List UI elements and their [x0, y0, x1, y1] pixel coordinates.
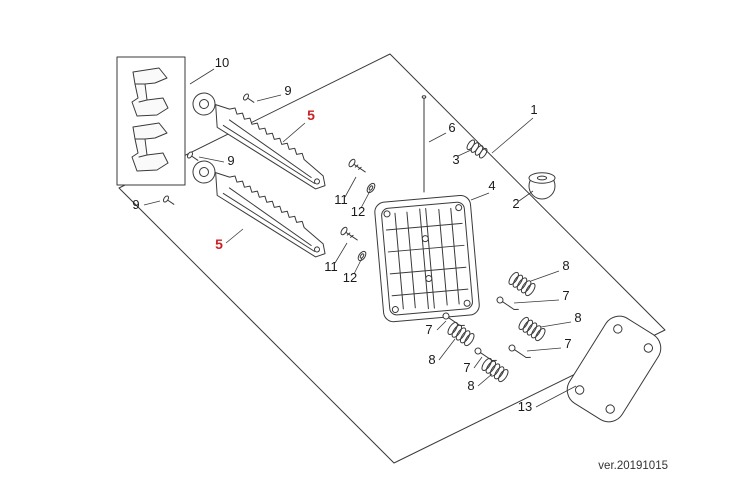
callout-13: 13	[518, 399, 532, 414]
leader-7b	[526, 347, 562, 352]
leader-9a	[256, 94, 282, 102]
callout-4: 4	[488, 178, 495, 193]
pushrod	[421, 95, 427, 193]
leader-4	[470, 192, 490, 201]
washer-lower-icon	[356, 249, 368, 263]
callout-2: 2	[512, 196, 519, 211]
pin-1-icon	[495, 295, 520, 315]
leader-12b	[353, 257, 363, 275]
callout-7a: 7	[562, 288, 569, 303]
spring-small	[466, 139, 488, 159]
callout-8a: 8	[562, 258, 569, 273]
leader-lines	[143, 68, 577, 408]
pin-2-icon	[507, 343, 532, 363]
leader-3	[457, 149, 472, 157]
leader-7a	[513, 299, 560, 304]
callout-11b: 11	[324, 259, 338, 274]
leader-5a	[282, 122, 306, 143]
cover-plate	[566, 315, 662, 423]
callout-11a: 11	[334, 192, 348, 207]
callout-7b: 7	[564, 336, 571, 351]
guide-plate	[374, 194, 480, 323]
callout-12b: 12	[343, 270, 357, 285]
assembly-frame-border	[118, 53, 666, 464]
pin-4-icon	[473, 346, 498, 366]
callout-9a: 9	[284, 83, 291, 98]
callout-8d: 8	[467, 378, 474, 393]
screw-mid-icon	[185, 150, 201, 164]
spring-3-icon	[445, 320, 477, 348]
leader-6	[428, 132, 447, 143]
leader-9c	[143, 200, 161, 206]
leader-9b	[198, 156, 225, 163]
leader-8c	[438, 338, 456, 361]
cap	[528, 172, 556, 200]
leader-2	[518, 190, 534, 202]
leader-7d	[473, 356, 483, 369]
callout-8c: 8	[428, 352, 435, 367]
bolt-lower-icon	[339, 225, 361, 244]
leader-10	[189, 68, 215, 85]
washer-upper-icon	[365, 181, 377, 195]
callout-12a: 12	[351, 204, 365, 219]
inset-box	[116, 56, 186, 186]
callout-5a-highlight: 5	[307, 107, 315, 123]
callout-9c: 9	[132, 197, 139, 212]
callout-3: 3	[452, 152, 459, 167]
leader-13	[535, 385, 577, 408]
leader-8d	[477, 373, 493, 387]
leader-5b	[225, 228, 244, 244]
callout-6: 6	[448, 120, 455, 135]
leader-11a	[344, 176, 357, 198]
leader-11b	[334, 242, 348, 264]
callout-10: 10	[215, 55, 229, 70]
callout-labels: 10 9 5 1 6 3 9 2 4 9 11 12 5 11 12 8 7 8…	[132, 55, 581, 414]
version-label: ver.20191015	[598, 460, 668, 472]
callout-8b: 8	[574, 310, 581, 325]
spring-1-icon	[506, 270, 538, 298]
leader-8a	[530, 270, 560, 282]
callout-5b-highlight: 5	[215, 236, 223, 252]
screw-left-icon	[161, 194, 177, 208]
leader-7c	[436, 320, 447, 331]
spring-2-icon	[516, 315, 548, 343]
callout-7d: 7	[463, 360, 470, 375]
leader-1	[491, 117, 534, 154]
callout-1: 1	[530, 102, 537, 117]
bolt-upper-icon	[347, 157, 369, 176]
callout-9b: 9	[227, 153, 234, 168]
leader-12a	[360, 190, 371, 209]
leader-8b	[540, 321, 572, 328]
screw-top-icon	[241, 92, 257, 106]
callout-7c: 7	[425, 322, 432, 337]
